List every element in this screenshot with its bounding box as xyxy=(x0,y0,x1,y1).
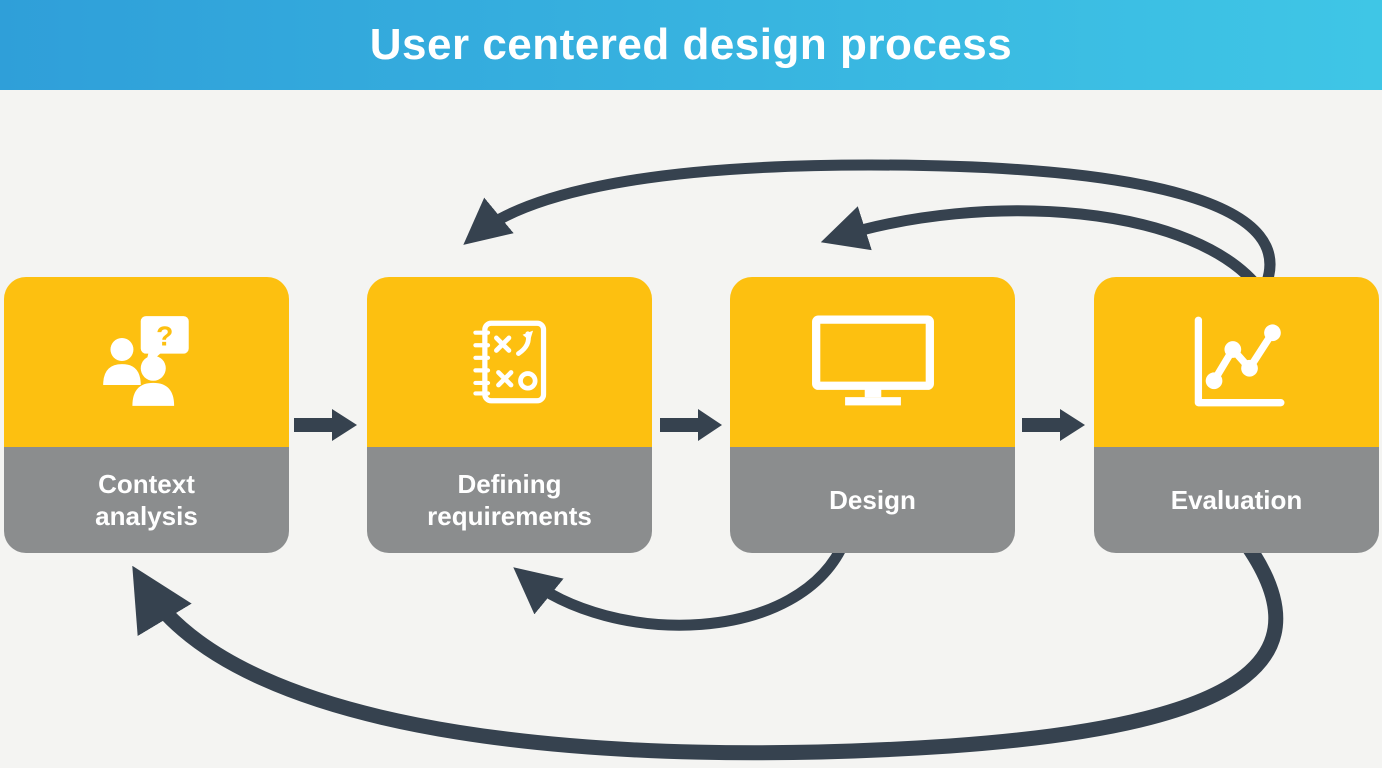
flow-arrow-context-to-requirements xyxy=(294,409,357,441)
step-icon-area: ? xyxy=(4,277,289,447)
step-label-area: Defining requirements xyxy=(367,447,652,553)
page-title: User centered design process xyxy=(369,20,1013,69)
step-icon-area xyxy=(730,277,1015,447)
line-chart-icon xyxy=(1194,316,1284,407)
monitor-icon xyxy=(811,315,934,406)
step-icon-area xyxy=(367,277,652,447)
step-icon-area xyxy=(1094,277,1379,447)
step-label-area: Context analysis xyxy=(4,447,289,553)
step-label: Defining requirements xyxy=(427,468,592,532)
step-card-defining-requirements: Defining requirements xyxy=(367,277,652,553)
step-card-context-analysis: ? Context analysis xyxy=(4,277,289,553)
step-card-design: Design xyxy=(730,277,1015,553)
step-label: Design xyxy=(829,484,916,515)
step-label: Context analysis xyxy=(95,468,198,532)
strategy-plan-icon xyxy=(472,320,546,404)
step-label-area: Evaluation xyxy=(1094,447,1379,553)
step-label: Evaluation xyxy=(1170,484,1303,515)
question-mark-glyph: ? xyxy=(156,319,173,351)
step-card-evaluation: Evaluation xyxy=(1094,277,1379,553)
people-conversation-icon: ? xyxy=(102,316,189,406)
feedback-arrow-evaluation-to-context xyxy=(132,530,1284,761)
diagram-header: User centered design process xyxy=(0,0,1382,90)
flow-arrow-requirements-to-design xyxy=(660,409,722,441)
step-label-area: Design xyxy=(730,447,1015,553)
flow-arrow-design-to-evaluation xyxy=(1022,409,1085,441)
